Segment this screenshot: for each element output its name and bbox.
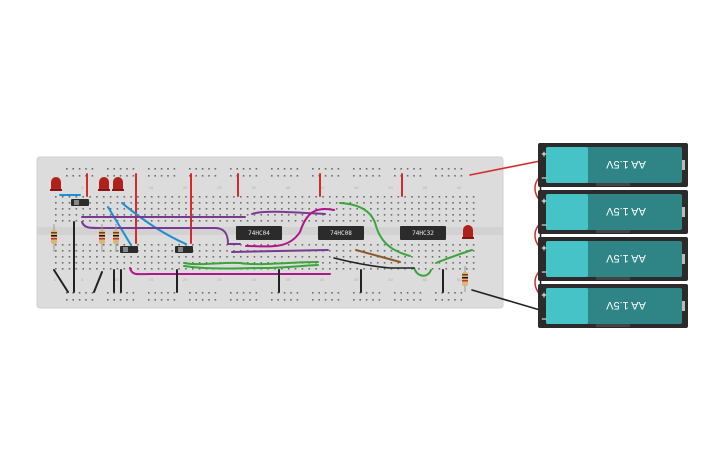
battery-negative-terminal: −	[541, 173, 546, 183]
wire-green[interactable]	[183, 261, 319, 266]
column-number: 20	[183, 277, 188, 282]
column-number: 45	[354, 277, 359, 282]
column-number: 1	[54, 277, 57, 282]
wires[interactable]	[53, 160, 541, 311]
column-number: 25	[217, 277, 222, 282]
battery-pack[interactable]: + − AA 1.5V + − AA 1.5V + − AA 1.5V + − AA 1.5V	[538, 143, 688, 328]
column-number: 50	[388, 277, 393, 282]
column-number: 25	[217, 185, 222, 190]
wire-magenta[interactable]	[245, 208, 335, 248]
chip-label: 74HC32	[412, 230, 434, 237]
chip-label: 74HC04	[248, 230, 270, 237]
column-number: 15	[149, 277, 154, 282]
column-number: 5	[81, 277, 84, 282]
column-number: 35	[286, 185, 291, 190]
column-number: 60	[457, 277, 462, 282]
battery-positive-terminal: +	[541, 149, 546, 159]
wire-black-battery-lead[interactable]	[471, 289, 541, 311]
led-1[interactable]	[50, 177, 62, 191]
led-2[interactable]	[98, 177, 110, 191]
chip-label: 74HC08	[330, 230, 352, 237]
led-3[interactable]	[112, 177, 124, 191]
wire-purple[interactable]	[251, 210, 326, 215]
column-number: 55	[423, 185, 428, 190]
column-number: 60	[457, 185, 462, 190]
wire-purple[interactable]	[231, 249, 329, 253]
wire-blue[interactable]	[107, 206, 132, 246]
battery-aa[interactable]: + − AA 1.5V	[538, 143, 688, 187]
wire-red-battery-lead[interactable]	[469, 160, 541, 176]
wire-green[interactable]	[339, 202, 411, 257]
battery-aa[interactable]: + − AA 1.5V	[538, 284, 688, 328]
wire-magenta[interactable]	[129, 267, 331, 276]
resistor-2[interactable]	[99, 224, 105, 252]
battery-label: AA 1.5V	[605, 205, 645, 217]
column-number: 40	[320, 277, 325, 282]
column-number: 20	[183, 185, 188, 190]
wire-purple[interactable]	[81, 221, 241, 245]
column-number: 5	[81, 185, 84, 190]
battery-label: AA 1.5V	[605, 158, 645, 170]
switch-2[interactable]	[120, 246, 138, 253]
wire-green[interactable]	[435, 249, 473, 264]
resistor-4[interactable]	[462, 266, 468, 292]
wire-green[interactable]	[183, 264, 319, 270]
chip-74hc08[interactable]: 74HC08	[318, 226, 364, 240]
column-number: 15	[149, 185, 154, 190]
wire-black[interactable]	[93, 271, 103, 293]
column-number: 30	[251, 185, 256, 190]
switch-1[interactable]	[71, 199, 89, 206]
chip-74hc04[interactable]: 74HC04	[236, 226, 282, 240]
column-number: 55	[423, 277, 428, 282]
wire-brown[interactable]	[355, 249, 401, 263]
chip-74hc32[interactable]: 74HC32	[400, 226, 446, 240]
battery-aa[interactable]: + − AA 1.5V	[538, 190, 688, 234]
battery-label: AA 1.5V	[605, 299, 645, 311]
wire-black[interactable]	[53, 269, 69, 293]
column-number: 30	[251, 277, 256, 282]
column-number: 50	[388, 185, 393, 190]
resistor-3[interactable]	[113, 224, 119, 252]
led-4[interactable]	[462, 225, 474, 239]
battery-positive-terminal: +	[541, 290, 546, 300]
battery-negative-terminal: −	[541, 267, 546, 277]
wire-green[interactable]	[413, 267, 432, 277]
battery-label: AA 1.5V	[605, 252, 645, 264]
column-number: 45	[354, 185, 359, 190]
switch-3[interactable]	[175, 246, 193, 253]
battery-negative-terminal: −	[541, 314, 546, 324]
battery-negative-terminal: −	[541, 220, 546, 230]
battery-aa[interactable]: + − AA 1.5V	[538, 237, 688, 281]
column-number: 40	[320, 185, 325, 190]
breadboard-holes	[55, 168, 475, 301]
wire-black[interactable]	[333, 257, 415, 269]
column-number: 10	[114, 277, 119, 282]
resistor-1[interactable]	[51, 224, 57, 252]
column-number: 35	[286, 277, 291, 282]
battery-positive-terminal: +	[541, 196, 546, 206]
battery-positive-terminal: +	[541, 243, 546, 253]
